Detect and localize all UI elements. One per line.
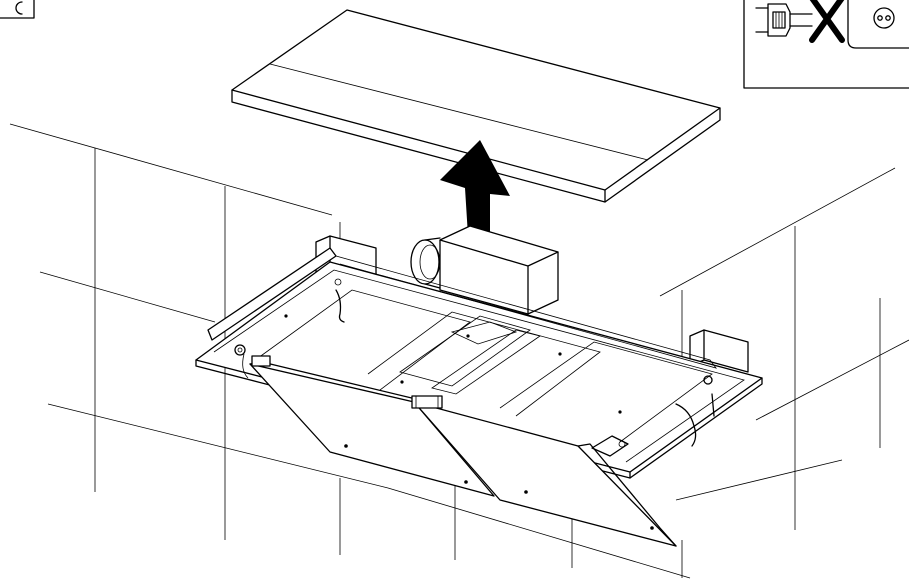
- cover-panel: [231, 9, 721, 203]
- right-front-flap: [413, 401, 677, 547]
- hood-chassis: [195, 247, 763, 479]
- right-mounting-bracket: [689, 329, 749, 373]
- motor-housing: [410, 225, 559, 315]
- left-hinge-clip: [251, 355, 271, 367]
- wiring-cables: [242, 289, 715, 447]
- center-hinge-clip: [411, 395, 443, 409]
- wall-tile-grid: [9, 123, 909, 579]
- arrow-up-icon: [440, 140, 510, 236]
- unplug-power-crossed-icon: [743, 0, 909, 89]
- step-number-frame-icon: [0, 0, 35, 19]
